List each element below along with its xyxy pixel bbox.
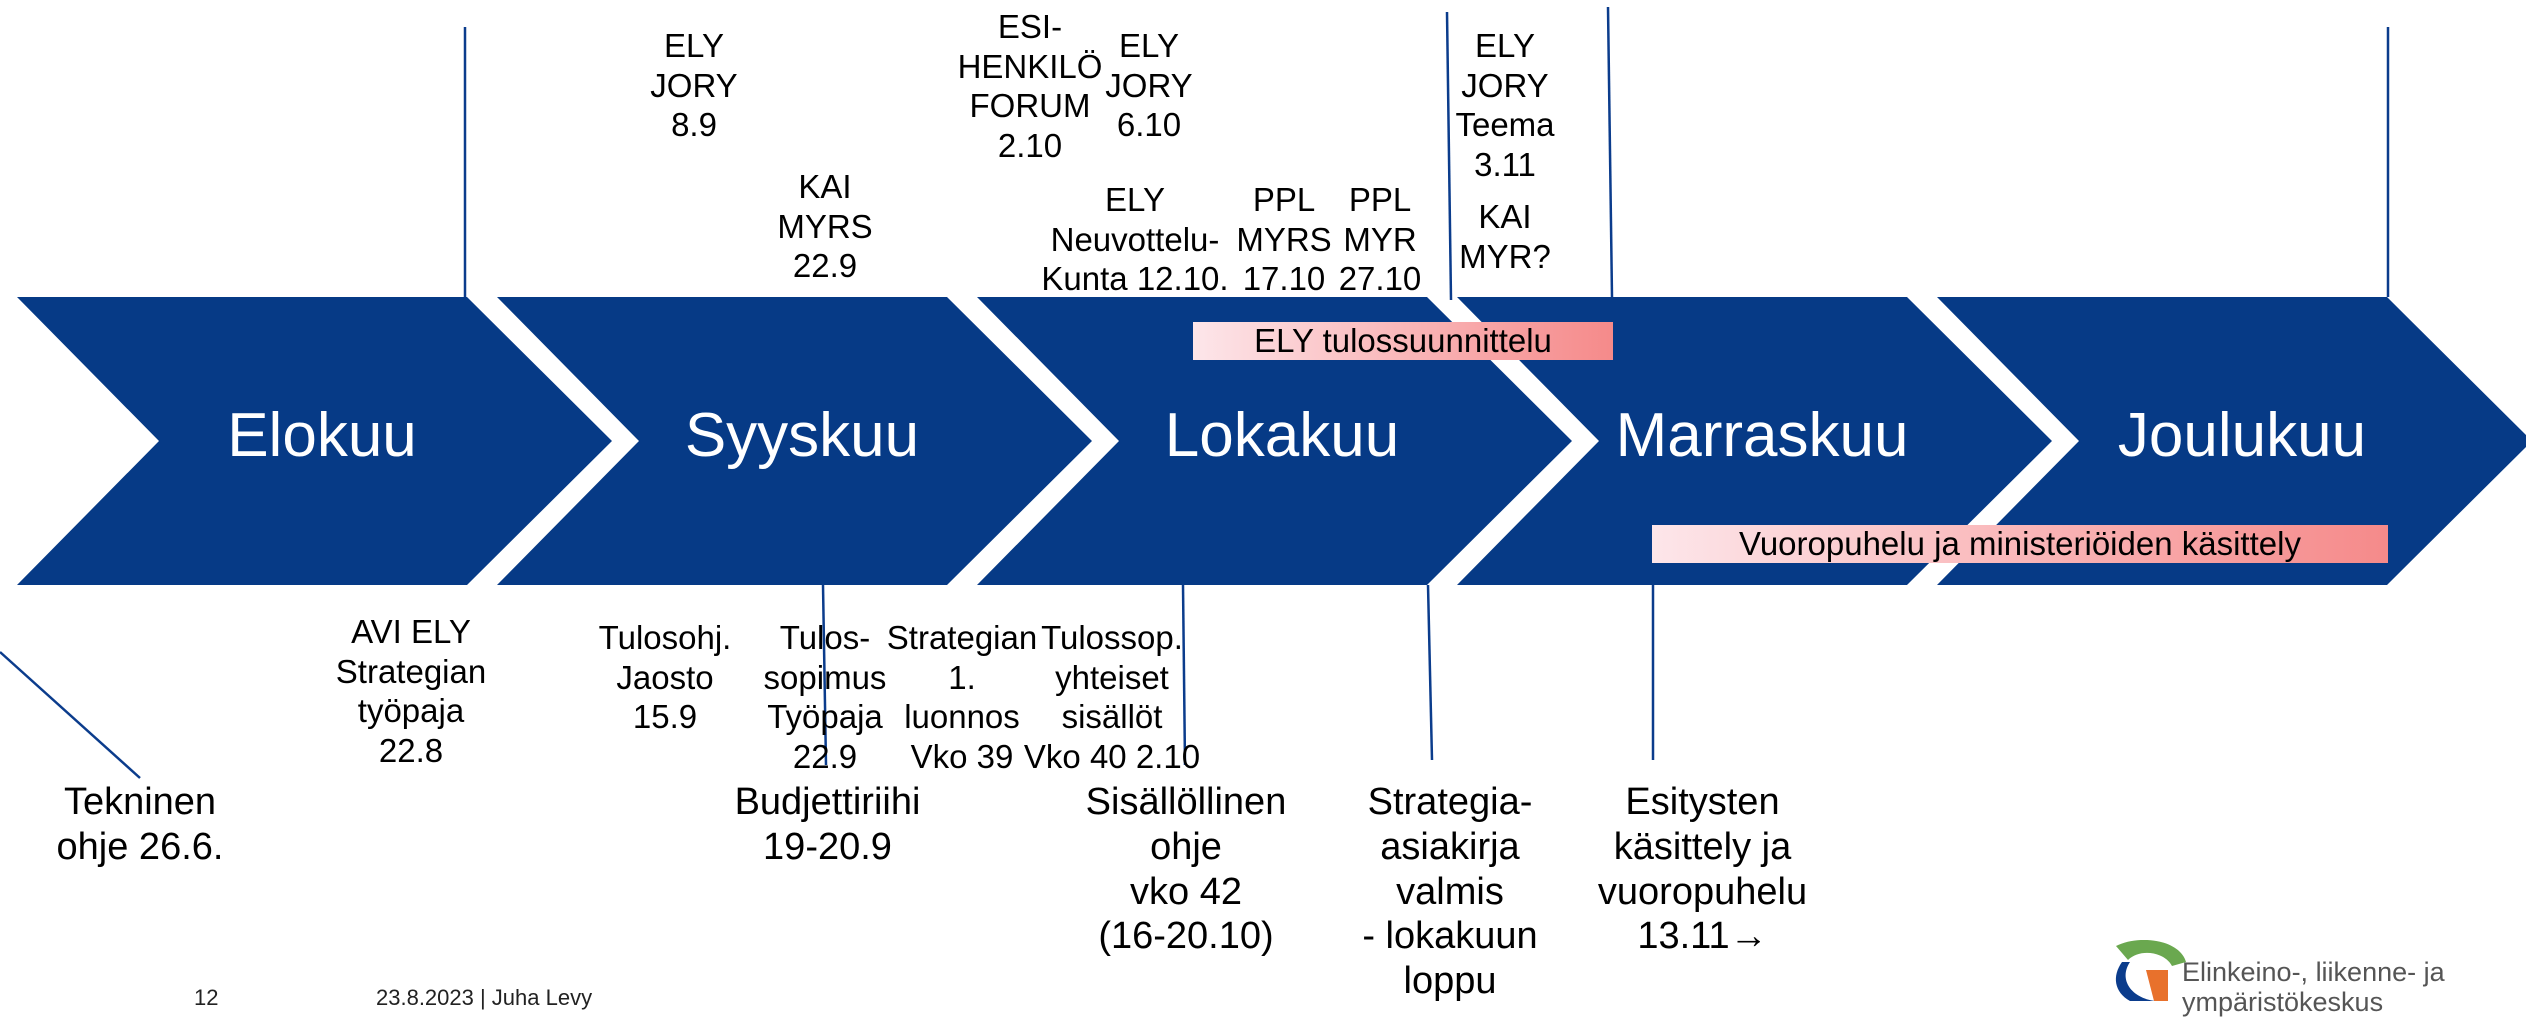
footer-date-author: 23.8.2023 | Juha Levy [376,985,593,1010]
milestone-tekninen-ohje: Tekninen ohje 26.6. [56,781,224,868]
ely-logo-icon [2115,940,2186,1001]
milestone-strategia-asiakirja: Strategia- asiakirja valmis - lokakuun l… [1362,781,1538,1003]
month-chevrons [17,297,2526,585]
milestone-sisallollinen-ohje: Sisällöllinen ohje vko 42 (16-20.10) [1085,781,1287,958]
month-label-lokakuu: Lokakuu [1164,401,1400,470]
milestone-budjettiriihi: Budjettiriihi 19-20.9 [734,781,921,868]
month-label-marraskuu: Marraskuu [1615,401,1909,470]
bar-ely-tulossuunnittelu: ELY tulossuunnittelu [1193,322,1613,360]
event-ely-jory-610: ELY JORY 6.10 [1105,27,1193,144]
chevron-marraskuu [1457,297,2052,585]
event-strategian-luonnos: Strategian 1. luonnos Vko 39 [886,619,1038,775]
event-tulossopimus-tyopaja: Tulos- sopimus Työpaja 22.9 [763,619,887,775]
event-ely-jory-89: ELY JORY 8.9 [650,27,738,144]
chevron-lokakuu [977,297,1572,585]
month-label-elokuu: Elokuu [227,401,417,470]
event-ppl-myrs: PPL MYRS 17.10 [1236,181,1332,298]
event-avi-ely-tyopaja: AVI ELY Strategian työpaja 22.8 [335,613,487,769]
chevron-elokuu [17,297,612,585]
event-esi-henkilo-forum: ESI- HENKILÖ FORUM 2.10 [957,8,1103,164]
chevron-syyskuu [497,297,1092,585]
event-tulosohj-jaosto: Tulosohj. Jaosto 15.9 [598,619,732,736]
connector-line-2 [1606,6,1614,298]
event-kai-myrs: KAI MYRS 22.9 [777,168,873,285]
connector-line-4 [821,584,828,766]
chevron-joulukuu [1937,297,2526,585]
bar-vuoropuhelu: Vuoropuhelu ja ministeriöiden käsittely [1652,525,2388,563]
event-ely-jory-teema: ELY JORY Teema 3.11 [1455,27,1555,183]
organization-name: Elinkeino-, liikenne- ja ympäristökeskus [2182,957,2445,1017]
month-label-joulukuu: Joulukuu [2117,401,2367,470]
event-tulossop-yhteiset: Tulossop. yhteiset sisällöt Vko 40 2.10 [1023,619,1201,775]
connector-lines [0,6,2390,779]
event-kai-myr: KAI MYR? [1459,198,1551,275]
month-label-syyskuu: Syyskuu [684,401,920,470]
connector-line-6 [1426,584,1434,761]
milestone-esitysten-kasittely: Esitysten käsittely ja vuoropuhelu 13.11… [1597,781,1808,958]
connector-line-8 [0,651,141,779]
connector-line-5 [1181,584,1187,766]
page-number: 12 [194,985,219,1010]
event-ppl-myr: PPL MYR 27.10 [1338,181,1422,298]
connector-line-1 [1445,11,1453,301]
event-ely-neuvottelukunta: ELY Neuvottelu- Kunta 12.10. [1041,181,1229,298]
